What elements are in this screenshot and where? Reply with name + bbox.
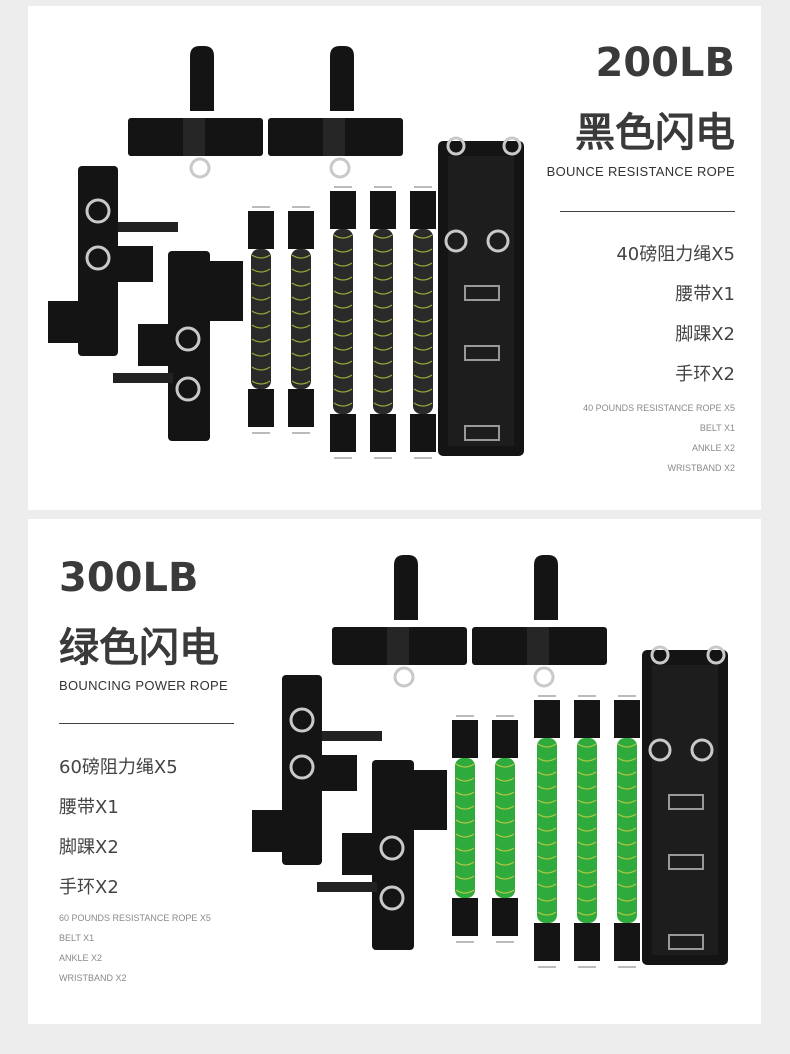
- resistance-rope-icon: [452, 715, 478, 943]
- ankle-strap-icon: [252, 675, 382, 865]
- contents-en-wristband: WRISTBAND X2: [667, 463, 735, 473]
- contents-en-ankle: ANKLE X2: [59, 953, 103, 963]
- product-photo-green-set: [242, 555, 752, 975]
- contents-item-wristband: 手环X2: [675, 364, 735, 385]
- product-card-200lb: 200LB 黑色闪电 BOUNCE RESISTANCE ROPE 40磅阻力绳…: [28, 6, 761, 510]
- contents-en-ankle: ANKLE X2: [691, 443, 735, 453]
- contents-en-rope: 40 POUNDS RESISTANCE ROPE X5: [583, 403, 735, 413]
- contents-item-rope: 40磅阻力绳X5: [616, 244, 735, 265]
- resistance-rope-icon: [330, 186, 356, 459]
- waist-belt-icon: [438, 136, 524, 456]
- contents-en-wristband: WRISTBAND X2: [59, 973, 127, 983]
- product-name-en: BOUNCE RESISTANCE ROPE: [546, 164, 735, 179]
- resistance-rope-icon: [614, 695, 640, 968]
- resistance-rope-icon: [288, 206, 314, 434]
- product-photo-black-set: [38, 46, 548, 466]
- contents-en-belt: BELT X1: [699, 423, 735, 433]
- contents-item-ankle: 脚踝X2: [59, 837, 119, 858]
- contents-item-belt: 腰带X1: [675, 284, 735, 305]
- divider: [59, 723, 234, 724]
- contents-en-belt: BELT X1: [59, 933, 95, 943]
- contents-en-rope: 60 POUNDS RESISTANCE ROPE X5: [59, 913, 211, 923]
- product-name-cn: 黑色闪电: [575, 110, 735, 156]
- product-name-en: BOUNCING POWER ROPE: [59, 678, 228, 693]
- resistance-rope-icon: [410, 186, 436, 459]
- product-name-cn: 绿色闪电: [59, 625, 219, 671]
- ankle-strap-icon: [113, 251, 243, 441]
- contents-item-belt: 腰带X1: [59, 797, 119, 818]
- resistance-rope-icon: [492, 715, 518, 943]
- product-card-300lb: 300LB 绿色闪电 BOUNCING POWER ROPE 60磅阻力绳X5 …: [28, 519, 761, 1024]
- contents-item-rope: 60磅阻力绳X5: [59, 757, 178, 778]
- wristband-icon: [268, 46, 403, 179]
- contents-item-ankle: 脚踝X2: [675, 324, 735, 345]
- ankle-strap-icon: [48, 166, 178, 356]
- resistance-rope-icon: [248, 206, 274, 434]
- capacity-title: 200LB: [595, 40, 735, 86]
- resistance-rope-icon: [574, 695, 600, 968]
- wristband-icon: [472, 555, 607, 688]
- contents-item-wristband: 手环X2: [59, 877, 119, 898]
- ankle-strap-icon: [317, 760, 447, 950]
- waist-belt-icon: [642, 645, 728, 965]
- wristband-icon: [128, 46, 263, 179]
- resistance-rope-icon: [370, 186, 396, 459]
- capacity-title: 300LB: [59, 555, 199, 601]
- resistance-rope-icon: [534, 695, 560, 968]
- divider: [560, 211, 735, 212]
- wristband-icon: [332, 555, 467, 688]
